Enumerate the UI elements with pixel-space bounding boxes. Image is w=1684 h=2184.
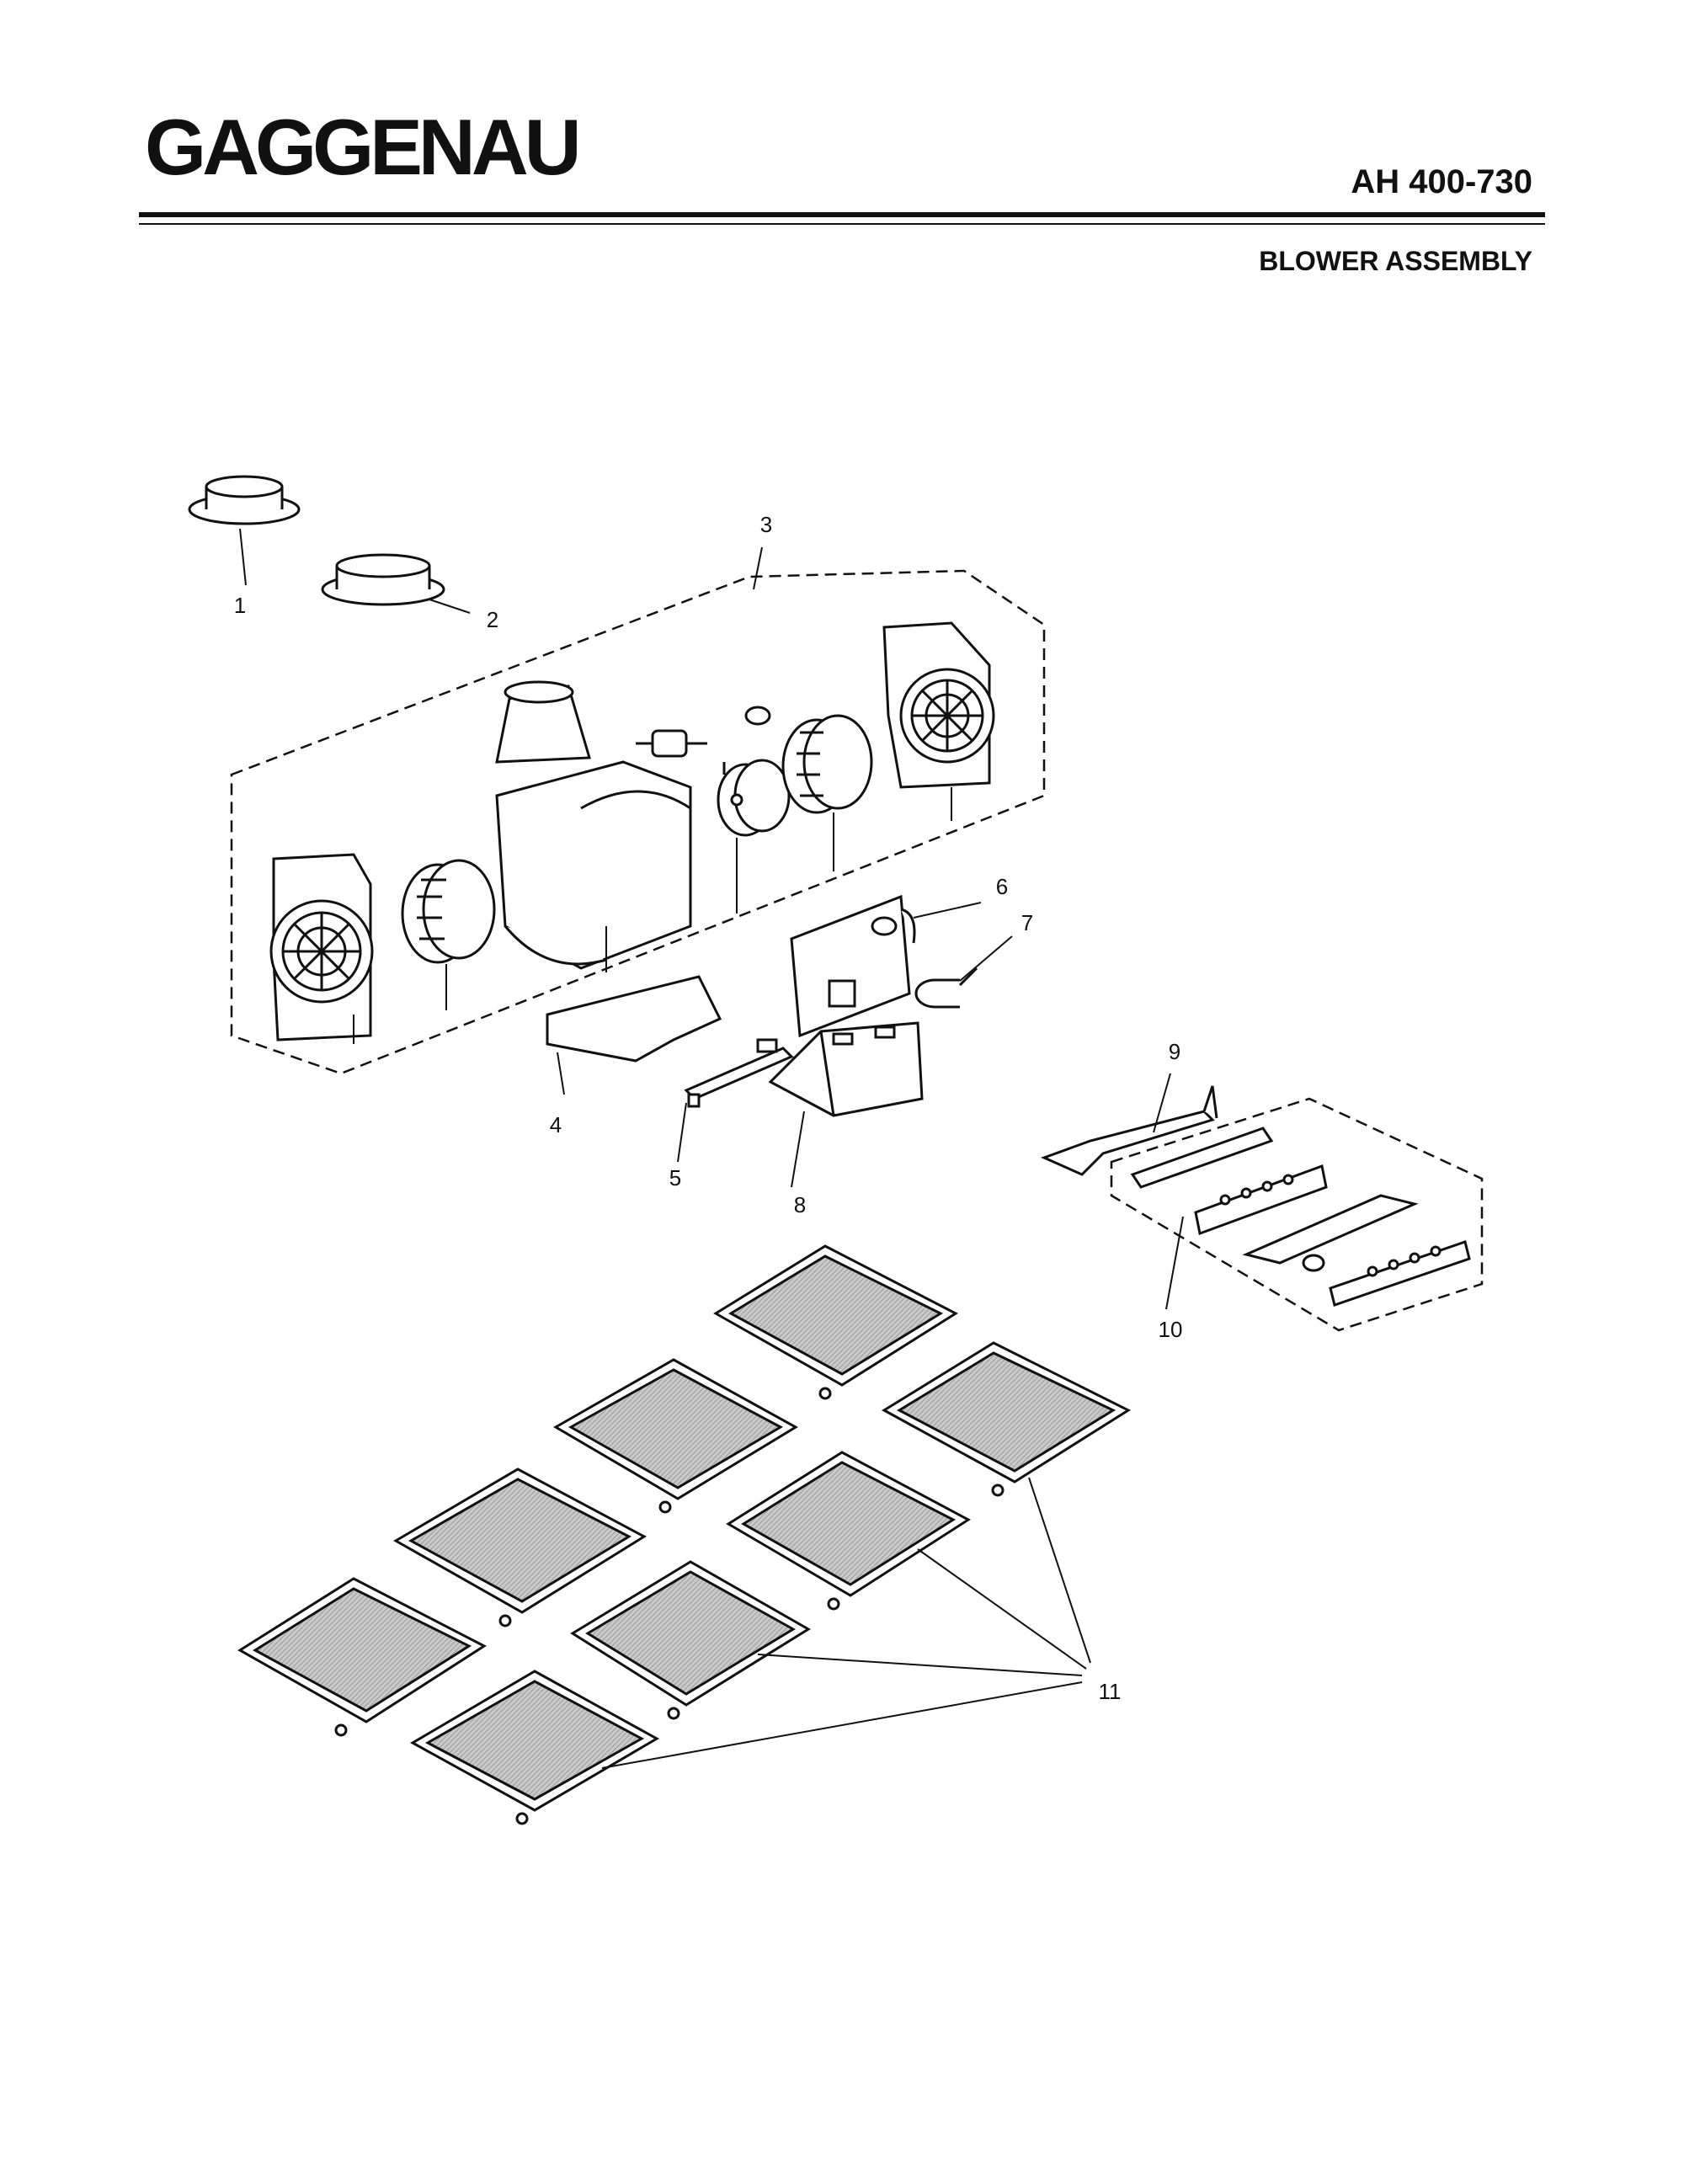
grease-tray-4 <box>546 975 722 1063</box>
callout-10: 10 <box>1159 1317 1183 1342</box>
grease-filters-11 <box>237 1244 1132 1825</box>
grease-filter <box>409 1670 660 1812</box>
control-board-6 <box>790 894 916 1038</box>
left-blower-housing <box>269 853 374 1041</box>
callout-leaders <box>239 528 1184 1769</box>
grease-filter <box>570 1560 811 1707</box>
callout-8: 8 <box>794 1192 806 1217</box>
right-fan-wheel <box>781 714 873 814</box>
right-blower-housing <box>882 621 995 789</box>
callout-5: 5 <box>669 1165 681 1191</box>
grease-filter <box>726 1451 971 1597</box>
grease-filter <box>713 1244 959 1387</box>
central-scroll-housing <box>495 760 692 970</box>
blower-assembly-outline <box>230 569 1046 1075</box>
motor-coupling <box>636 706 771 758</box>
grease-filter-handles <box>334 1387 1005 1825</box>
grease-filter <box>392 1468 647 1614</box>
transition-cap <box>495 680 591 764</box>
callout-11: 11 <box>1099 1679 1122 1704</box>
callout-9: 9 <box>1169 1039 1180 1064</box>
switch-rail-5 <box>684 1038 794 1108</box>
mounting-bracket-9 <box>1040 1085 1218 1176</box>
header-rule-thick <box>139 212 1545 217</box>
duct-collar-1 <box>188 475 301 525</box>
callout-6: 6 <box>996 874 1008 899</box>
control-housing-8 <box>768 1021 924 1117</box>
model-number: AH 400-730 <box>1351 163 1532 200</box>
assembly-leaders <box>353 787 952 1044</box>
section-title: BLOWER ASSEMBLY <box>1259 246 1532 276</box>
header-rule-thin <box>139 223 1545 225</box>
capacitor-7 <box>914 967 978 1009</box>
callout-7: 7 <box>1021 910 1033 935</box>
control-panel-parts <box>1130 1127 1471 1307</box>
grease-filter <box>882 1341 1132 1484</box>
blower-motor <box>717 759 791 837</box>
grease-filter <box>553 1358 798 1500</box>
grease-filter <box>237 1577 487 1723</box>
duct-collar-2 <box>321 553 445 606</box>
callout-4: 4 <box>550 1112 562 1137</box>
control-panel-group-outline <box>1110 1097 1484 1332</box>
callout-3: 3 <box>760 512 772 537</box>
brand-logo: GAGGENAU <box>145 103 582 191</box>
callout-1: 1 <box>234 593 246 618</box>
left-fan-wheel <box>401 859 496 964</box>
callout-2: 2 <box>487 607 498 632</box>
